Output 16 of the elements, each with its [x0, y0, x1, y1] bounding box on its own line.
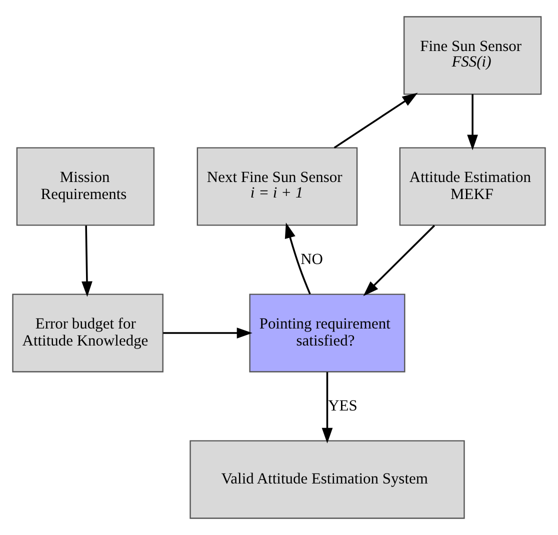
arrow	[467, 94, 478, 150]
edge-label: YES	[328, 397, 358, 414]
node-box: Fine Sun Sensor FSS(i)	[403, 16, 542, 95]
edge-label: NO	[300, 250, 323, 268]
arrow	[163, 328, 252, 338]
node-box: Next Fine Sun Sensor i = i + 1	[196, 147, 358, 226]
arrow	[334, 92, 418, 148]
arrow	[322, 372, 333, 444]
node-box: Mission Requirements	[16, 147, 155, 226]
node-box: Pointing requirement satisfied?	[249, 294, 406, 372]
node-box: Valid Attitude Estimation System	[190, 440, 465, 519]
node-box: Error budget for Attitude Knowledge	[12, 294, 164, 372]
arrow	[82, 226, 92, 297]
arrow	[284, 222, 311, 294]
node-box: Attitude Estimation MEKF	[399, 147, 546, 226]
arrow	[363, 224, 436, 296]
